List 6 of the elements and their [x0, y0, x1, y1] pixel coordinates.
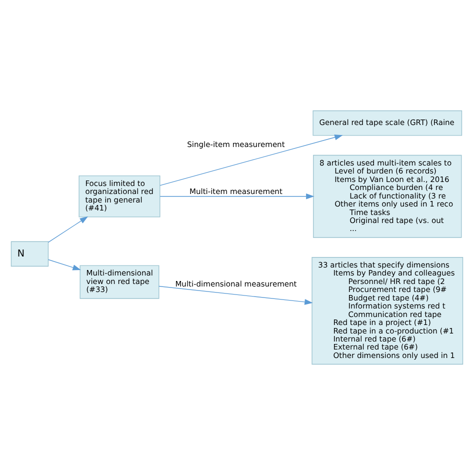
arrow: [48, 216, 88, 242]
node-box: N: [10, 240, 49, 266]
arrow: [158, 285, 313, 304]
arrow: [48, 258, 81, 270]
arrow: [160, 193, 314, 199]
arrow: [160, 134, 343, 186]
